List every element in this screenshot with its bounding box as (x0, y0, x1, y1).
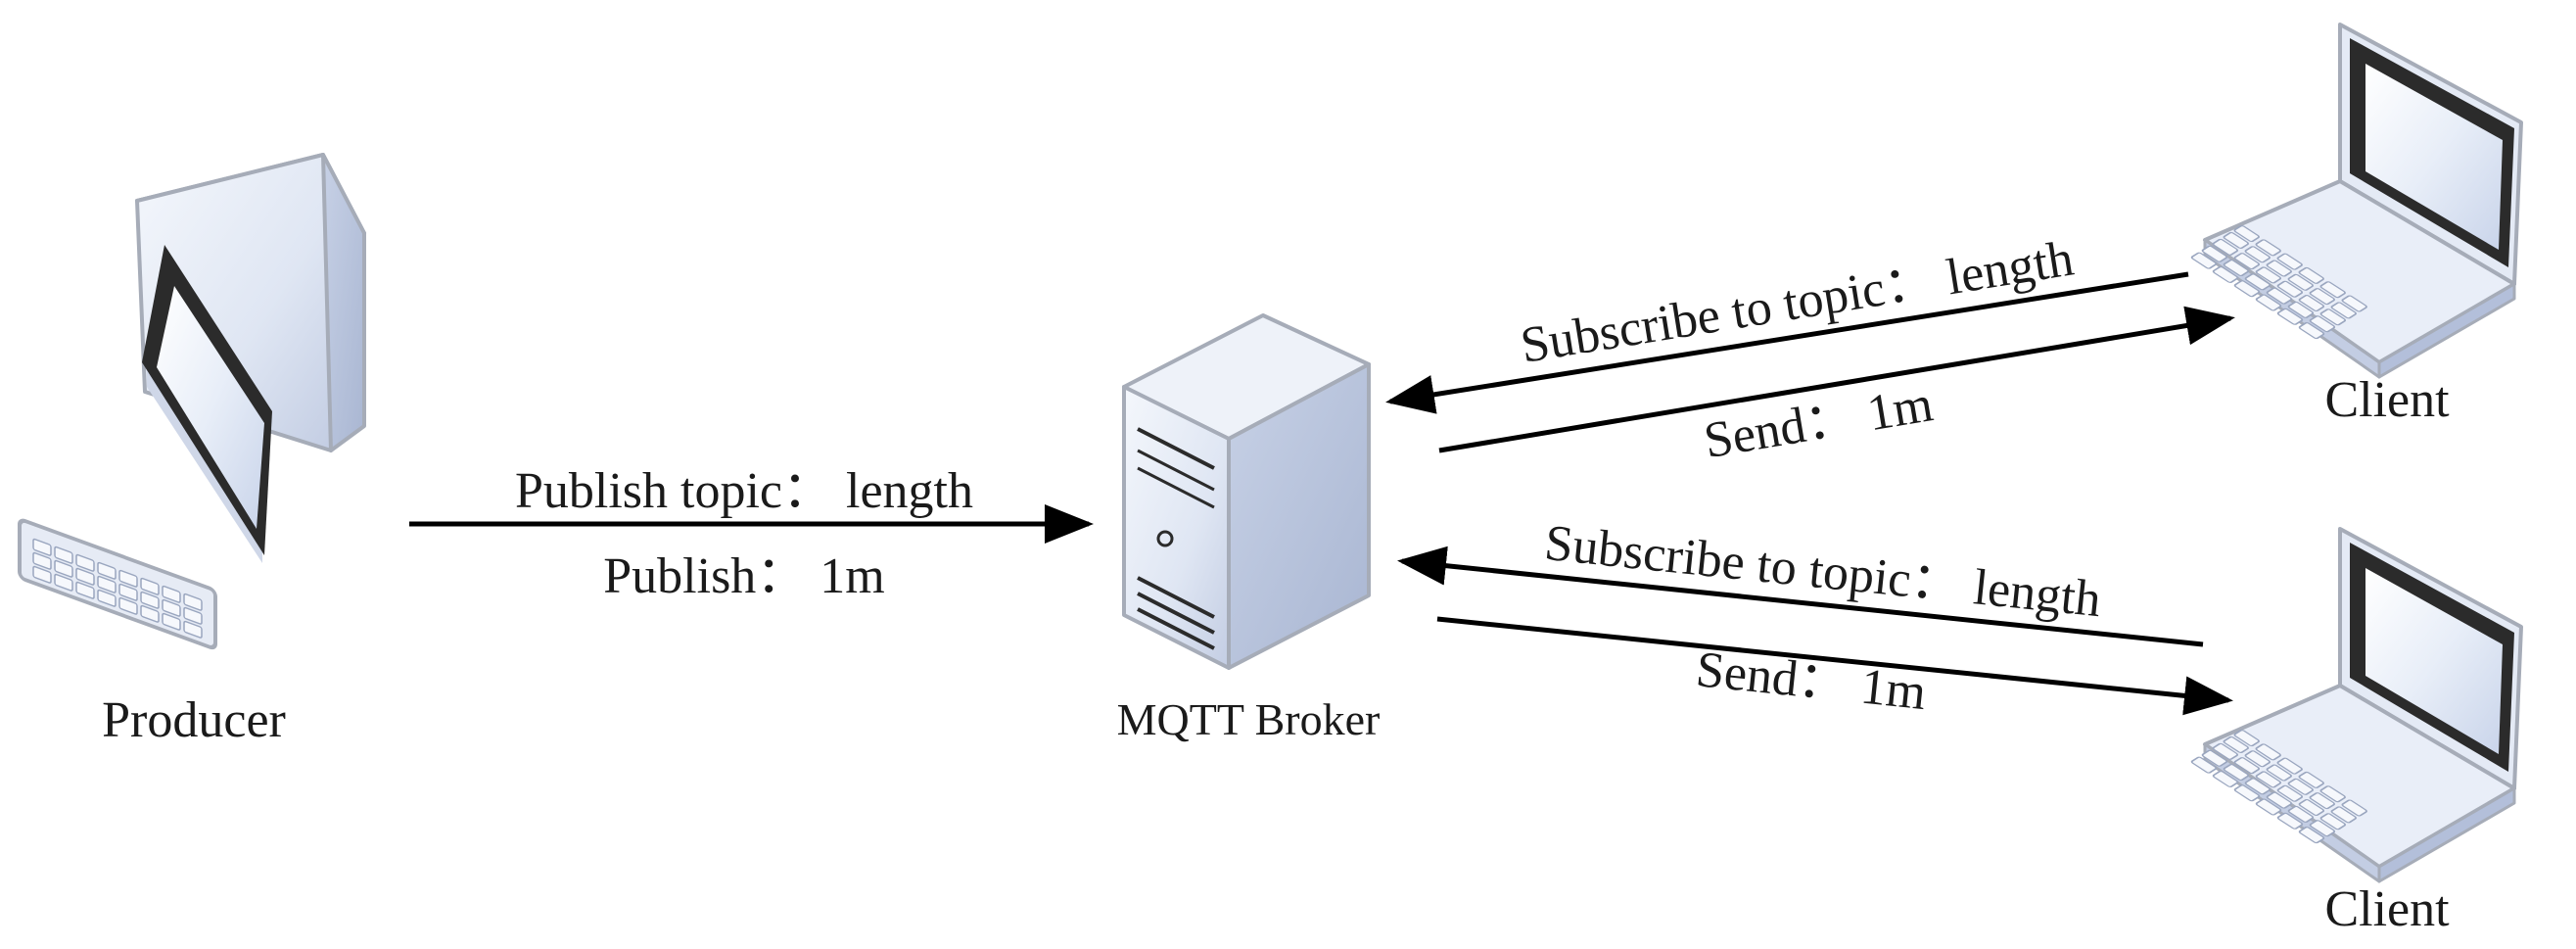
publish-value-label: Publish： 1m (603, 548, 885, 604)
producer-label: Producer (102, 692, 286, 748)
send-arrow-top (1438, 306, 2235, 453)
subscribe-arrow-bottom (1397, 546, 2204, 647)
producer-icon (18, 153, 366, 650)
client-top-icon (2189, 23, 2523, 379)
subscribe-arrow-top (1385, 271, 2189, 414)
client-bottom-icon (2189, 527, 2523, 883)
send-top-label: Send： 1m (1700, 376, 1937, 469)
publish-topic-label: Publish topic： length (515, 463, 973, 519)
broker-icon (1122, 313, 1371, 670)
broker-label: MQTT Broker (1117, 694, 1381, 744)
subscribe-top-label: Subscribe to topic： length (1517, 230, 2077, 374)
send-arrow-bottom (1436, 616, 2233, 716)
client-top-label: Client (2324, 372, 2450, 428)
client-bottom-label: Client (2324, 881, 2450, 937)
subscribe-bottom-label: Subscribe to topic： length (1542, 515, 2103, 628)
send-bottom-label: Send： 1m (1694, 641, 1929, 721)
